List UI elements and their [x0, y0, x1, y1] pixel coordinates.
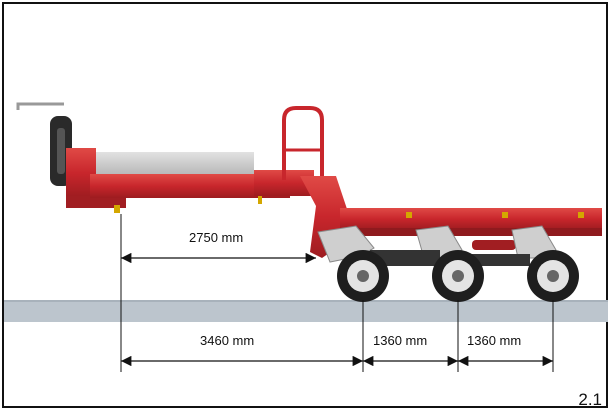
spare-wheel — [16, 102, 72, 186]
main-frame — [340, 208, 602, 250]
upper-deck — [90, 152, 314, 204]
wheel-3 — [527, 250, 579, 302]
wheel-2 — [432, 250, 484, 302]
dimension-label-1360-b: 1360 mm — [464, 333, 525, 348]
figure-frame — [2, 2, 608, 408]
dimension-label-2750: 2750 mm — [186, 230, 247, 245]
axle-brackets — [317, 225, 557, 266]
dimension-label-3460: 3460 mm — [197, 333, 258, 348]
ground-strip — [4, 300, 608, 322]
railing — [282, 106, 324, 190]
figure-number: 2.1 — [578, 390, 602, 409]
dimension-label-1360-a: 1360 mm — [370, 333, 431, 348]
wheel-1 — [337, 250, 389, 302]
